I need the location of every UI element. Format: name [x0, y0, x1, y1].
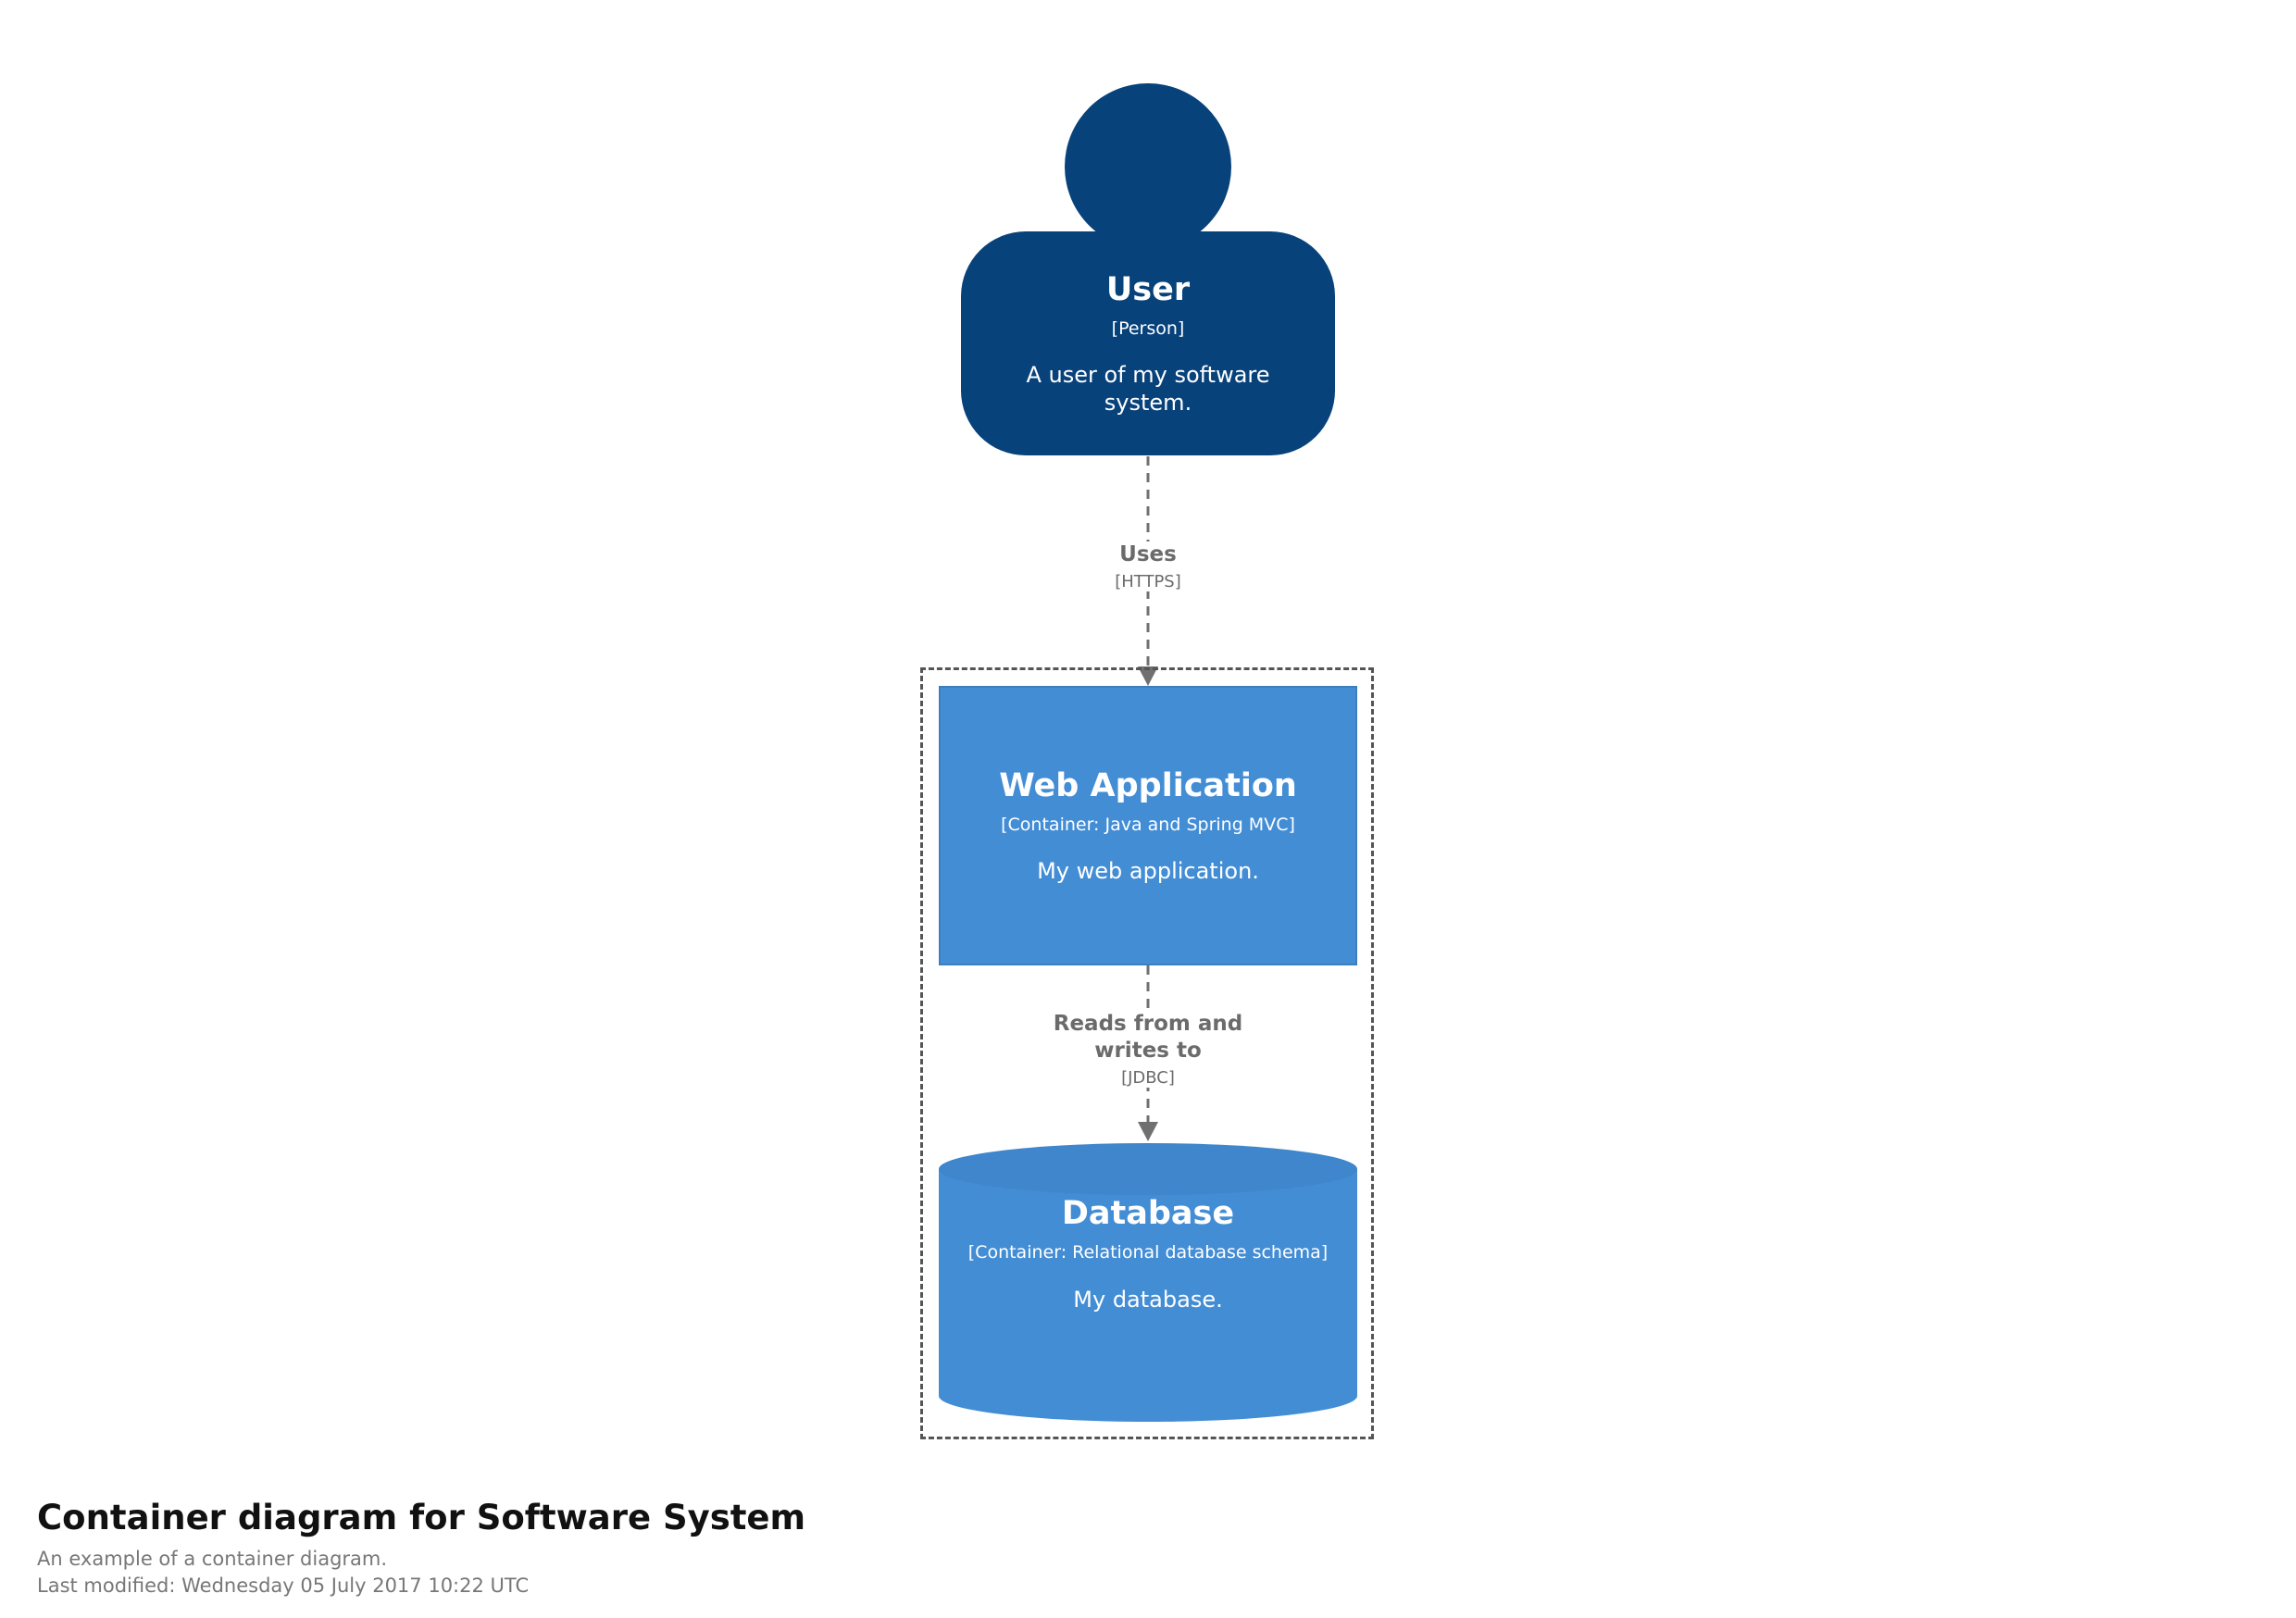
container-database[interactable] — [939, 1143, 1357, 1422]
reads-writes-arrowhead — [1138, 1122, 1158, 1141]
web-app-description: My web application. — [1037, 858, 1259, 885]
relationship-uses-label: Uses [HTTPS] — [1083, 541, 1213, 591]
diagram-caption: Container diagram for Software System An… — [37, 1498, 805, 1599]
database-name: Database — [1061, 1195, 1235, 1232]
uses-arrowhead — [1138, 666, 1158, 686]
diagram-last-modified: Last modified: Wednesday 05 July 2017 10… — [37, 1574, 530, 1597]
database-cylinder-top — [939, 1143, 1357, 1195]
web-app-name: Web Application — [999, 766, 1297, 804]
database-type: [Container: Relational database schema] — [967, 1242, 1329, 1263]
person-description: A user of my software system. — [1026, 362, 1270, 417]
relationship-reads-writes-label: Reads from and writes to [JDBC] — [1037, 1011, 1259, 1088]
container-web-application[interactable]: Web Application [Container: Java and Spr… — [939, 686, 1357, 965]
software-system-boundary — [920, 667, 1374, 1439]
diagram-description: An example of a container diagram. — [37, 1548, 388, 1571]
relationship-uses-description: Uses — [1119, 542, 1177, 566]
relationship-reads-writes-technology: [JDBC] — [1121, 1067, 1175, 1088]
relationship-reads-writes-description: Reads from and writes to — [1053, 1012, 1243, 1063]
web-app-type: [Container: Java and Spring MVC] — [1001, 814, 1295, 835]
person-user[interactable]: User [Person] A user of my software syst… — [961, 231, 1335, 455]
person-head — [1065, 83, 1231, 250]
person-type: [Person] — [1111, 317, 1185, 339]
database-label: Database [Container: Relational database… — [939, 1194, 1357, 1313]
relationship-uses-technology: [HTTPS] — [1115, 571, 1181, 591]
diagram-title: Container diagram for Software System — [37, 1498, 806, 1537]
database-cylinder-body — [939, 1169, 1357, 1422]
database-description: My database. — [1073, 1286, 1223, 1313]
person-name: User — [1105, 270, 1191, 308]
